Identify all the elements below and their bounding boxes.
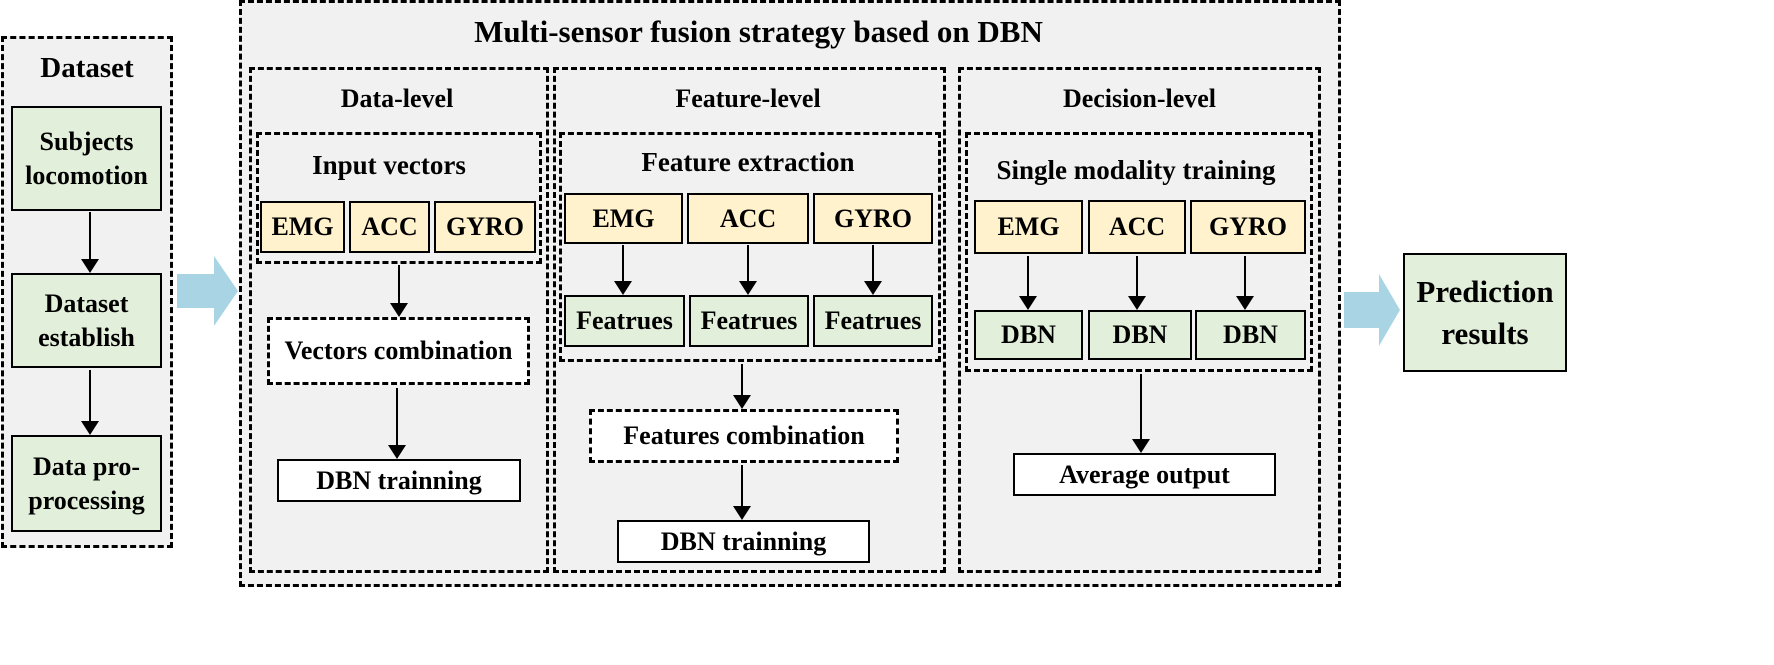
decision-level-gyro-box: GYRO [1190, 200, 1306, 254]
data-level-dbn-training-box: DBN trainning [277, 459, 521, 502]
single-modality-training-title: Single modality training [996, 155, 1276, 185]
data-level-panel [249, 67, 549, 573]
feature-extraction-group [559, 132, 941, 362]
input-vectors-group [256, 132, 542, 264]
decision-level-emg-box: EMG [974, 200, 1083, 254]
decision-level-dbn-box-2: DBN [1088, 310, 1192, 360]
decision-level-dbn-box-3: DBN [1195, 310, 1306, 360]
dataset-step-subjects-locomotion: Subjects locomotion [11, 106, 162, 211]
block-arrow-dataset-to-fusion [177, 256, 238, 326]
vectors-combination-box: Vectors combination [267, 317, 530, 385]
feature-level-features-box-1: Featrues [564, 295, 685, 347]
data-level-acc-box: ACC [349, 201, 430, 253]
feature-level-features-box-2: Featrues [689, 295, 809, 347]
dataset-step-dataset-establish: Dataset establish [11, 273, 162, 368]
fusion-strategy-title: Multi-sensor fusion strategy based on DB… [474, 14, 1043, 49]
single-modality-training-group [965, 132, 1313, 372]
data-level-gyro-box: GYRO [434, 201, 536, 253]
feature-level-acc-box: ACC [687, 193, 809, 244]
feature-level-panel [553, 67, 946, 573]
decision-level-panel [958, 67, 1321, 573]
decision-level-dbn-box-1: DBN [974, 310, 1083, 360]
dataset-step-data-preprocessing: Data pro-processing [11, 435, 162, 532]
dataset-title: Dataset [40, 52, 134, 84]
data-level-title: Data-level [340, 84, 454, 113]
block-arrow-fusion-to-results [1344, 274, 1400, 346]
decision-level-title: Decision-level [1062, 84, 1217, 113]
features-combination-box: Features combination [589, 409, 899, 463]
decision-level-acc-box: ACC [1088, 200, 1186, 254]
feature-level-features-box-3: Featrues [813, 295, 933, 347]
feature-level-title: Feature-level [675, 84, 821, 113]
feature-level-dbn-training-box: DBN trainning [617, 520, 870, 563]
average-output-box: Average output [1013, 453, 1276, 496]
prediction-results-box: Prediction results [1403, 253, 1567, 372]
feature-level-gyro-box: GYRO [813, 193, 933, 244]
input-vectors-title: Input vectors [312, 150, 466, 180]
data-level-emg-box: EMG [260, 201, 345, 253]
feature-extraction-title: Feature extraction [641, 147, 855, 177]
feature-level-emg-box: EMG [564, 193, 683, 244]
